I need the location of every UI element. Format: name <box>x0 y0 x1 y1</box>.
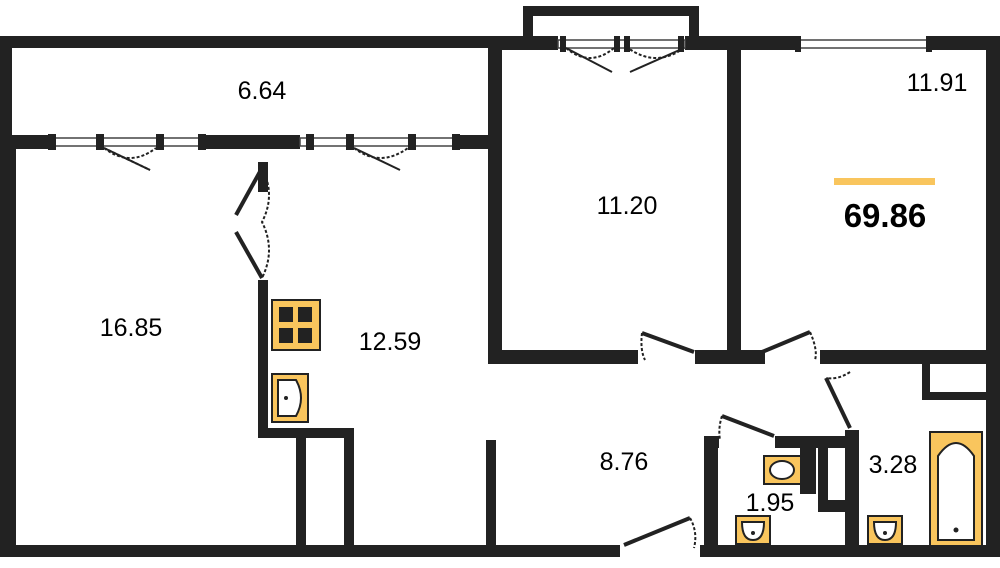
kitchen-sink-icon <box>271 373 309 423</box>
bathroom-sink-icon <box>867 515 903 545</box>
bathtub-icon <box>929 431 983 547</box>
room-area-bedroom-middle: 11.20 <box>597 192 658 220</box>
room-area-hallway: 8.76 <box>600 448 649 476</box>
room-area-bathroom: 3.28 <box>869 451 918 479</box>
stove-icon <box>271 299 321 351</box>
room-area-bedroom-right: 11.91 <box>907 69 968 97</box>
doors <box>103 47 852 549</box>
walls <box>0 6 1000 557</box>
room-area-balcony: 6.64 <box>238 77 287 105</box>
total-area-accent-bar <box>834 178 935 185</box>
room-area-toilet: 1.95 <box>746 489 795 517</box>
room-area-living-room: 16.85 <box>100 314 163 342</box>
toilet-sink-icon <box>735 515 771 545</box>
toilet-icon <box>763 446 816 494</box>
window-frames <box>48 36 932 150</box>
room-area-kitchen: 12.59 <box>359 328 422 356</box>
total-area: 69.86 <box>844 197 927 234</box>
